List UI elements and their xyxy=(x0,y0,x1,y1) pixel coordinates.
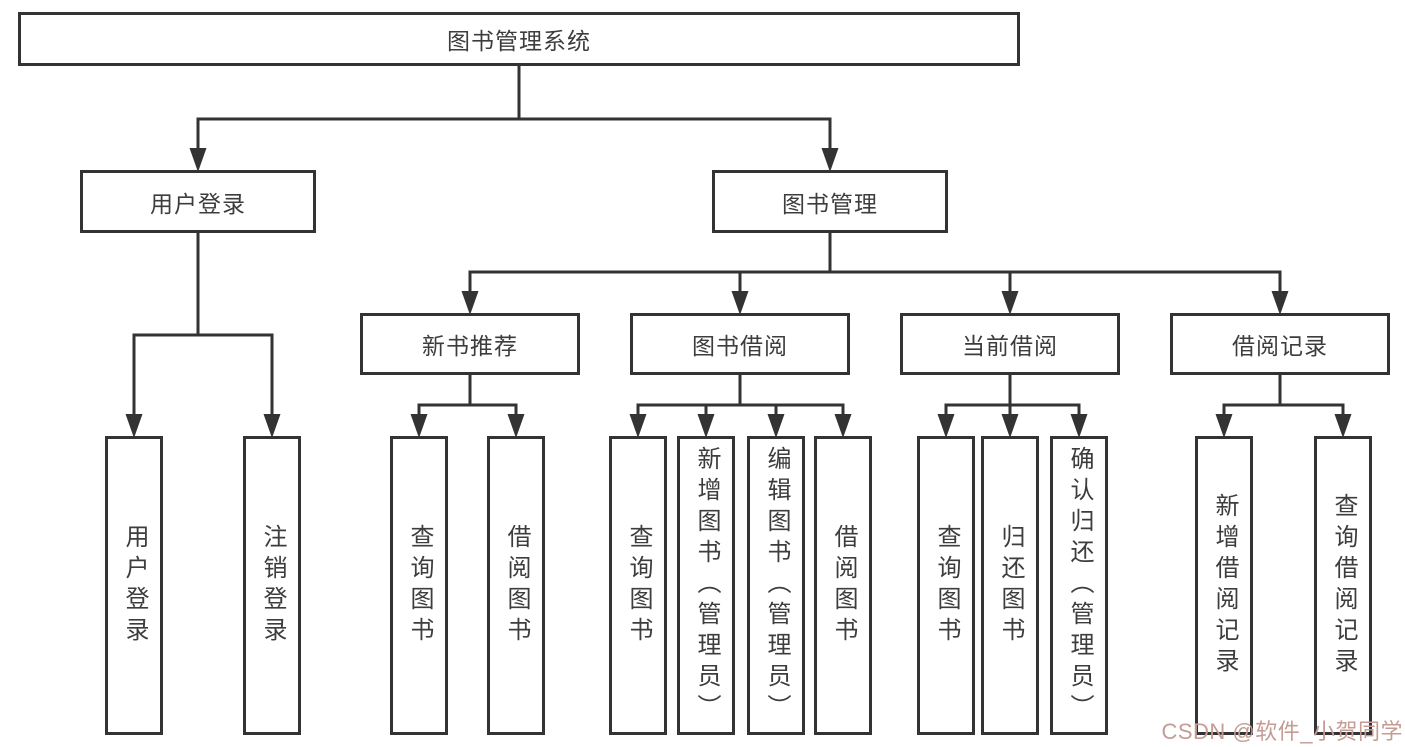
node-root-system: 图书管理系统 xyxy=(18,12,1020,66)
node-leaf-query-books-2: 查询图书 xyxy=(609,436,667,735)
node-label: 编辑图书（管理员） xyxy=(763,446,790,725)
arrowhead xyxy=(1215,414,1233,438)
arrowhead xyxy=(834,414,852,438)
node-label: 确认归还（管理员） xyxy=(1066,446,1093,725)
connector-book-borrow-to-leaves xyxy=(629,373,852,438)
node-label: 借阅图书 xyxy=(503,523,530,648)
node-label: 用户登录 xyxy=(121,523,148,648)
node-label: 图书管理 xyxy=(782,190,878,217)
arrowhead xyxy=(1001,414,1019,438)
node-label: 查询图书 xyxy=(406,523,433,648)
arrowhead xyxy=(189,148,207,172)
arrowhead xyxy=(697,414,715,438)
node-leaf-edit-book-admin: 编辑图书（管理员） xyxy=(747,436,805,735)
node-book-borrow: 图书借阅 xyxy=(630,313,850,375)
node-leaf-return-book: 归还图书 xyxy=(981,436,1039,735)
node-label: 图书管理系统 xyxy=(447,28,591,54)
node-label: 查询图书 xyxy=(625,523,652,648)
node-leaf-borrow-books-2: 借阅图书 xyxy=(814,436,872,735)
connector-borrow-records-to-leaves xyxy=(1215,373,1352,438)
arrowhead xyxy=(263,414,281,438)
node-label: 注销登录 xyxy=(259,523,286,648)
node-label: 借阅图书 xyxy=(830,523,857,648)
arrowhead xyxy=(731,291,749,315)
arrowhead xyxy=(461,291,479,315)
node-label: 用户登录 xyxy=(150,190,246,217)
arrowhead xyxy=(821,148,839,172)
connector-new-books-to-leaves xyxy=(410,373,525,438)
node-current-borrow: 当前借阅 xyxy=(900,313,1120,375)
node-borrow-records: 借阅记录 xyxy=(1170,313,1390,375)
node-label: 借阅记录 xyxy=(1232,333,1328,359)
node-new-books: 新书推荐 xyxy=(360,313,580,375)
connector-current-borrow-to-leaves xyxy=(937,373,1088,438)
node-leaf-query-books-1: 查询图书 xyxy=(390,436,448,735)
arrowhead xyxy=(507,414,525,438)
node-user-login: 用户登录 xyxy=(80,170,316,233)
node-label: 查询借阅记录 xyxy=(1330,492,1357,679)
node-label: 新增图书（管理员） xyxy=(693,446,720,725)
node-label: 新增借阅记录 xyxy=(1211,492,1238,679)
node-leaf-add-borrow-record: 新增借阅记录 xyxy=(1195,436,1253,735)
node-leaf-query-books-3: 查询图书 xyxy=(917,436,975,735)
arrowhead xyxy=(1271,291,1289,315)
node-label: 图书借阅 xyxy=(692,333,788,359)
connector-user-login-to-leaves xyxy=(125,231,281,438)
connector-book-mgmt-to-level3 xyxy=(461,231,1289,315)
node-leaf-confirm-return-admin: 确认归还（管理员） xyxy=(1050,436,1108,735)
csdn-watermark: CSDN @软件_小贺同学 xyxy=(1161,719,1403,744)
node-leaf-borrow-books-1: 借阅图书 xyxy=(487,436,545,735)
node-leaf-add-book-admin: 新增图书（管理员） xyxy=(677,436,735,735)
arrowhead xyxy=(937,414,955,438)
node-leaf-user-login: 用户登录 xyxy=(105,436,163,735)
arrowhead xyxy=(629,414,647,438)
arrowhead xyxy=(1334,414,1352,438)
node-label: 查询图书 xyxy=(933,523,960,648)
arrowhead xyxy=(1070,414,1088,438)
node-leaf-logout: 注销登录 xyxy=(243,436,301,735)
arrowhead xyxy=(410,414,428,438)
arrowhead xyxy=(125,414,143,438)
node-label: 新书推荐 xyxy=(422,333,518,359)
arrowhead xyxy=(767,414,785,438)
connector-root-to-level2 xyxy=(189,64,839,172)
node-label: 当前借阅 xyxy=(962,333,1058,359)
node-leaf-query-borrow-record: 查询借阅记录 xyxy=(1314,436,1372,735)
node-book-mgmt: 图书管理 xyxy=(712,170,948,233)
arrowhead xyxy=(1001,291,1019,315)
node-label: 归还图书 xyxy=(997,523,1024,648)
